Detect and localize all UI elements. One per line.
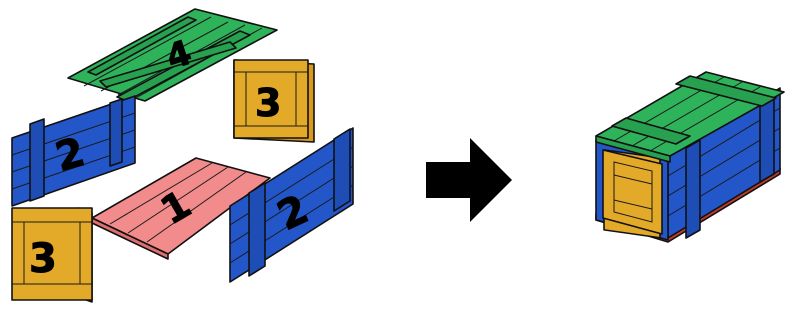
side-panel-left: 2 [11, 95, 136, 207]
side-left-cleat [29, 118, 45, 202]
lid-cleat-left [87, 16, 197, 76]
end-panel-right: 3 [233, 59, 315, 143]
side-right-cleat-2 [333, 128, 351, 212]
side-left-cleat-2 [109, 98, 123, 167]
end-panel-front: 3 [11, 207, 93, 303]
assembled-crate [595, 71, 785, 243]
side-right-cleat-1 [248, 182, 266, 277]
lid-panel: 4 [67, 8, 278, 102]
end-front-number: 3 [29, 236, 57, 282]
lid-cleat-diagonal [99, 41, 237, 88]
right-arrow-icon [426, 138, 512, 222]
side-panel-right: 2 [229, 127, 354, 283]
end-right-number: 3 [255, 81, 281, 125]
